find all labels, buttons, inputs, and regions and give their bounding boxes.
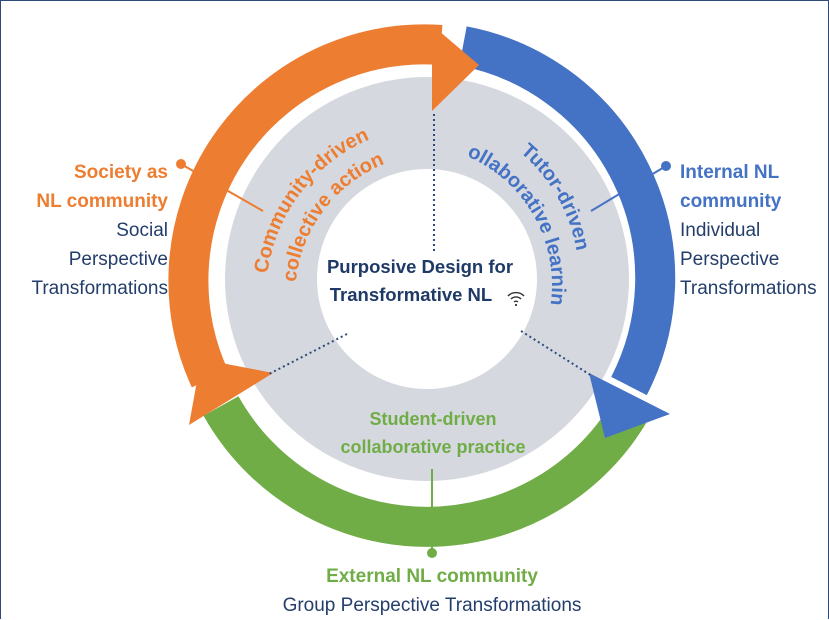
- internal-leader: [590, 165, 667, 212]
- external-dot: [427, 548, 437, 558]
- orange-band: [168, 24, 443, 388]
- society-title-1: Society as: [74, 162, 168, 183]
- external-line-1: Group Perspective Transformations: [282, 595, 582, 616]
- society-line-2: Perspective: [68, 249, 168, 270]
- internal-line-1: Individual: [680, 220, 761, 241]
- student-label-1: Student-driven: [369, 409, 496, 429]
- society-title-2: NL community: [36, 191, 168, 212]
- internal-dot: [661, 161, 671, 171]
- center-disc: [317, 169, 537, 389]
- external-callout: External NL community Group Perspective …: [231, 562, 633, 620]
- green-band: [203, 396, 651, 547]
- internal-callout: Internal NL community Individual Perspec…: [680, 158, 828, 303]
- blue-arrowhead: [589, 373, 670, 438]
- spoke-right: [520, 330, 593, 377]
- center-title-line2: Transformative NL: [329, 284, 493, 305]
- society-line-1: Social: [116, 220, 168, 241]
- internal-title-2: community: [680, 191, 782, 212]
- society-line-3: Transformations: [31, 278, 168, 299]
- orange-arrowhead: [432, 25, 479, 111]
- wifi-icon: [507, 291, 525, 307]
- external-title: External NL community: [326, 566, 538, 587]
- student-label-2: collaborative practice: [340, 437, 525, 457]
- orange-arrowhead-bottom: [189, 359, 273, 425]
- society-callout: Society as NL community Social Perspecti…: [1, 158, 168, 303]
- internal-line-2: Perspective: [680, 249, 780, 270]
- internal-line-3: Transformations: [680, 278, 817, 299]
- center-title: Purposive Design for Transformative NL: [317, 253, 523, 309]
- society-dot: [176, 159, 186, 169]
- internal-title-1: Internal NL: [680, 162, 780, 183]
- blue-band: [459, 26, 676, 396]
- center-title-line1: Purposive Design for: [326, 256, 514, 277]
- society-leader: [180, 163, 264, 212]
